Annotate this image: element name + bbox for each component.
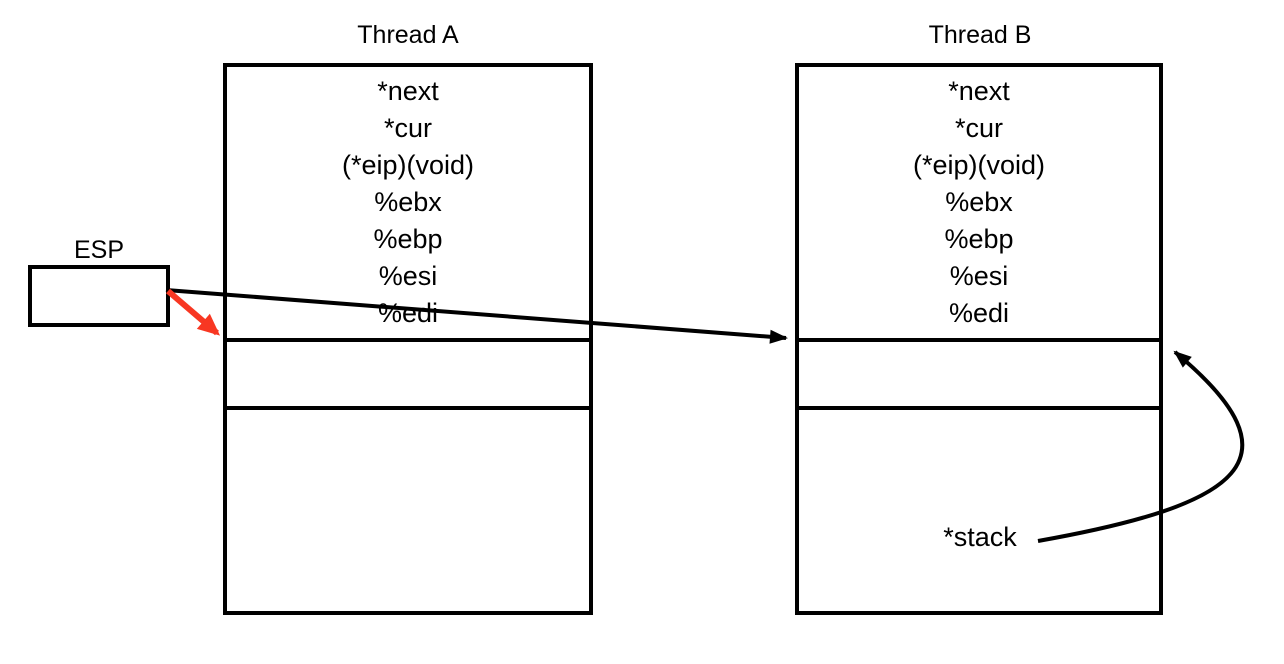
esp-box (28, 265, 170, 327)
thread-b-stack-top-line (795, 338, 1163, 342)
register-label: *next (948, 76, 1010, 106)
register-label: *cur (954, 113, 1003, 143)
register-label: %edi (948, 298, 1010, 328)
register-label: %ebp (944, 224, 1014, 254)
thread-b-registers: *next *cur (*eip)(void) %ebx %ebp %esi %… (795, 73, 1163, 332)
register-label: (*eip)(void) (341, 150, 475, 180)
thread-a-stack-top-line (223, 338, 593, 342)
thread-b-title: Thread B (928, 21, 1032, 49)
stack-pointer-label: *stack (943, 522, 1017, 552)
register-label: *next (377, 76, 439, 106)
register-label: (*eip)(void) (912, 150, 1046, 180)
thread-a-stack-frame-line (223, 406, 593, 410)
esp-label: ESP (73, 236, 125, 264)
esp-to-thread-a-arrow (166, 288, 221, 336)
register-label: %esi (949, 261, 1009, 291)
register-label: %edi (377, 298, 439, 328)
thread-a-title: Thread A (357, 21, 459, 49)
register-label: %ebp (373, 224, 443, 254)
thread-b-stack-frame-line (795, 406, 1163, 410)
register-label: %ebx (945, 187, 1013, 217)
thread-a-registers: *next *cur (*eip)(void) %ebx %ebp %esi %… (223, 73, 593, 332)
register-label: %esi (378, 261, 438, 291)
register-label: %ebx (374, 187, 442, 217)
register-label: *cur (383, 113, 432, 143)
